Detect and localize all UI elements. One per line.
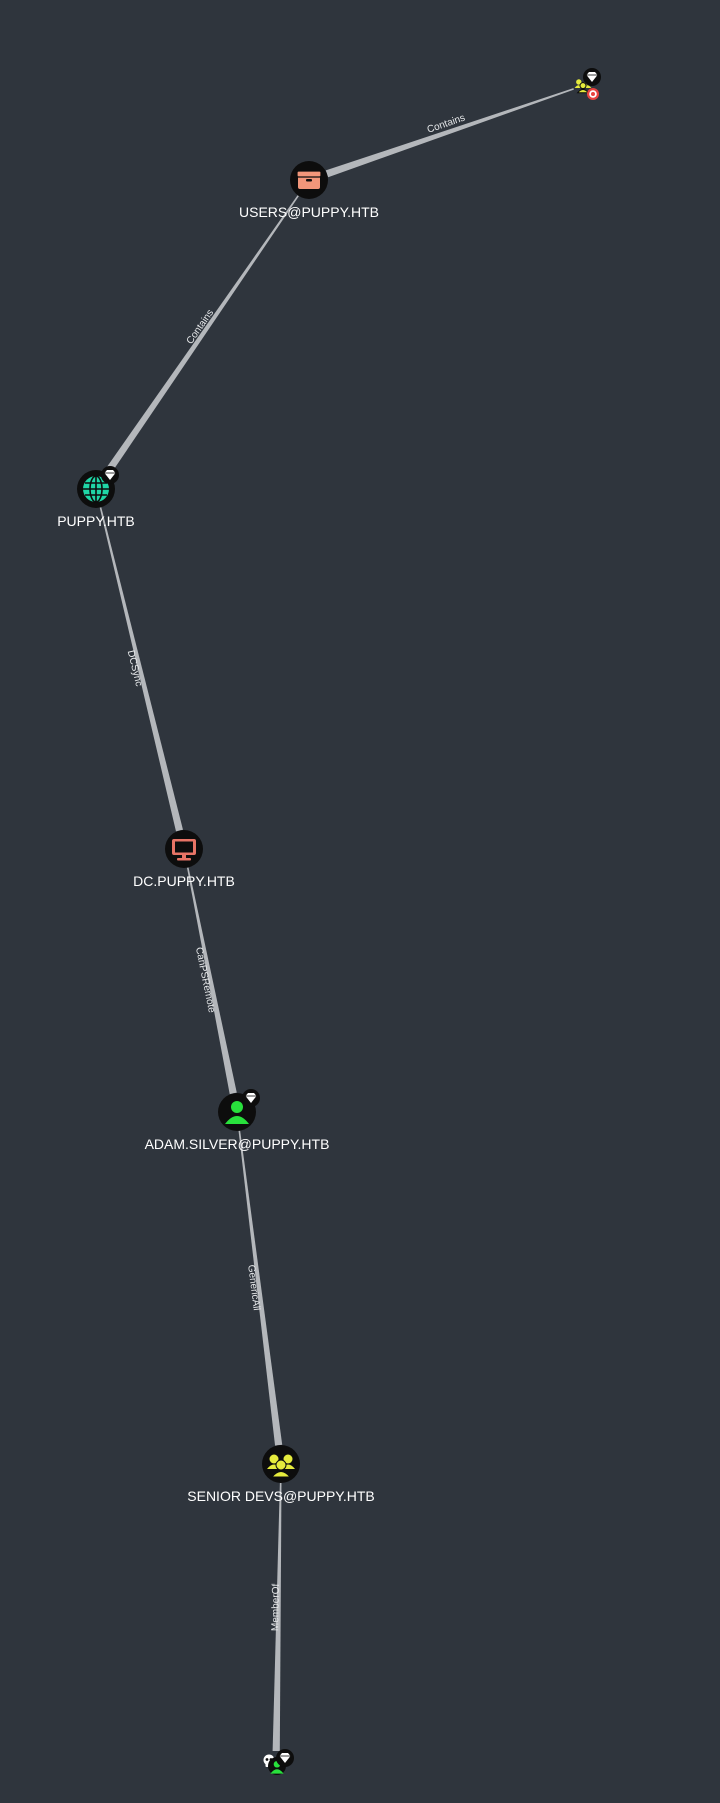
box-icon [290, 161, 328, 199]
edge-line [238, 1130, 283, 1446]
edge-label: GenericAll [245, 1264, 262, 1311]
node-user[interactable] [263, 1749, 295, 1775]
group-icon [262, 1445, 300, 1483]
edge-label: MemberOf [270, 1584, 282, 1632]
edge-memberof[interactable]: MemberOf [270, 1482, 282, 1752]
gem-badge-icon [101, 466, 119, 484]
node-user[interactable]: ADAM.SILVER@PUPPY.HTB [145, 1089, 330, 1152]
edge-line [325, 88, 574, 178]
edge-canpsremote[interactable]: CanPSRemote [186, 867, 237, 1095]
edge-contains[interactable]: Contains [103, 195, 299, 476]
node-container[interactable]: USERS@PUPPY.HTB [239, 161, 379, 220]
edge-dcsync[interactable]: DCSync [99, 507, 183, 832]
edge-line [186, 867, 237, 1095]
node-label: USERS@PUPPY.HTB [239, 204, 379, 220]
node-domain[interactable]: PUPPY.HTB [57, 466, 135, 529]
node-group[interactable]: SENIOR DEVS@PUPPY.HTB [187, 1445, 375, 1504]
edge-line [99, 507, 183, 832]
nodes-layer: USERS@PUPPY.HTB PUPPY.HTB DC.PUPPY.HTB ADAM… [57, 68, 601, 1775]
edge-line [103, 195, 299, 476]
node-computer[interactable]: DC.PUPPY.HTB [133, 830, 235, 889]
edge-genericall[interactable]: GenericAll [238, 1130, 283, 1446]
edge-line [272, 1482, 282, 1752]
node-label: SENIOR DEVS@PUPPY.HTB [187, 1488, 374, 1504]
node-label: DC.PUPPY.HTB [133, 873, 235, 889]
monitor-icon [165, 830, 203, 868]
gem-badge-icon [242, 1089, 260, 1107]
node-label: ADAM.SILVER@PUPPY.HTB [145, 1136, 330, 1152]
edge-contains[interactable]: Contains [325, 88, 574, 178]
node-group[interactable] [574, 68, 601, 100]
edge-label: CanPSRemote [193, 946, 217, 1014]
node-label: PUPPY.HTB [57, 513, 135, 529]
